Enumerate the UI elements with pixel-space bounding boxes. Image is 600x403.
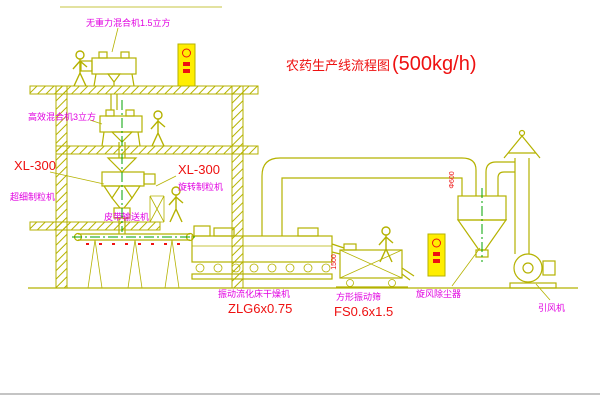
granulator-motor xyxy=(143,173,156,185)
mixer-legs xyxy=(93,73,135,87)
mixer-inlet-port xyxy=(120,51,130,59)
belt-conveyor-machine xyxy=(72,232,196,289)
label-granulator-left-model: XL-300 xyxy=(14,158,56,173)
screen-braces xyxy=(339,249,403,279)
dryer-spring-wheel xyxy=(285,263,295,273)
label-vibrating-screen: 方形振动筛 xyxy=(336,291,381,302)
dryer-spring-wheel xyxy=(213,263,223,273)
dimension-cyclone: Φ600 xyxy=(449,171,456,188)
dimension-screen: 1500 xyxy=(331,254,338,270)
granulator-body xyxy=(101,171,145,187)
fluid-bed-dryer-machine xyxy=(191,225,345,280)
label-high-efficiency-mixer: 高效混合机3立方 xyxy=(28,111,96,122)
mixer-downpipe xyxy=(110,82,118,110)
control-cabinet-upper xyxy=(177,43,196,87)
dryer-spring-wheel xyxy=(195,263,205,273)
granulator-machine xyxy=(101,157,165,234)
dryer-top-port xyxy=(213,227,235,237)
fan-housing xyxy=(513,253,543,283)
label-leader-lines xyxy=(49,27,551,301)
dryer-spring-wheel xyxy=(321,263,331,273)
building-slab-lower xyxy=(29,221,161,231)
label-granulator-left-name: 超细制粒机 xyxy=(10,191,55,202)
fan-motor xyxy=(542,260,556,276)
building-slab-top xyxy=(29,85,259,95)
cap-finial xyxy=(518,129,526,137)
dryer-spring-wheel xyxy=(303,263,313,273)
vibrating-screen-machine xyxy=(336,243,415,288)
granulator-cone-right xyxy=(122,185,142,200)
high-efficiency-mixer-machine xyxy=(99,109,143,158)
label-cyclone-dust-collector: 旋风除尘器 xyxy=(416,288,461,299)
duct-outer-line xyxy=(261,157,477,236)
fan-base xyxy=(509,282,557,289)
label-granulator-right-model: XL-300 xyxy=(178,162,220,177)
mixer-inlet-port xyxy=(125,109,135,117)
gravity-mixer-machine xyxy=(80,51,137,110)
label-induced-draft-fan: 引风机 xyxy=(538,302,565,313)
cyclone-exhaust-inner xyxy=(497,171,515,196)
dryer-base-frame xyxy=(191,273,333,280)
worker-figure-third-floor xyxy=(168,186,184,223)
worker-figure-second-floor xyxy=(150,110,166,147)
control-cabinet-lower xyxy=(427,233,446,277)
dryer-inlet-box xyxy=(193,225,211,237)
screen-body xyxy=(339,249,403,279)
label-vibrating-screen-model: FS0.6x1.5 xyxy=(334,304,393,319)
indicator-lamp-icon xyxy=(182,48,191,58)
mixer-body xyxy=(99,115,143,133)
screen-spring-wheel xyxy=(388,279,396,287)
mixer-inlet-port xyxy=(105,109,115,117)
worker-figure-screen-area xyxy=(378,226,394,263)
building-structure xyxy=(28,85,578,289)
equipment-stand xyxy=(149,195,165,223)
mixer-motor xyxy=(80,60,93,72)
granulator-cone-left xyxy=(102,185,122,200)
diagram-title: 农药生产线流程图(500kg/h) xyxy=(286,53,477,75)
annotation-labels: 农药生产线流程图(500kg/h) 无重力混合机1.5立方 高效混合机3立方 X… xyxy=(10,17,565,319)
duct-inner-line xyxy=(281,177,463,236)
stack-pipe xyxy=(514,158,530,254)
cabinet-marking xyxy=(433,259,440,263)
fan-hub xyxy=(522,262,534,274)
dryer-body xyxy=(191,235,333,263)
screen-discharge-spout xyxy=(401,267,415,281)
exhaust-stack xyxy=(503,129,541,254)
indicator-lamp-icon xyxy=(432,238,441,248)
exhaust-duct xyxy=(261,157,477,236)
label-granulator-right-name: 旋转制粒机 xyxy=(178,181,223,192)
worker-figure-top-floor xyxy=(72,50,88,87)
cyclone-exhaust-outer xyxy=(485,161,515,196)
dryer-spring-wheel xyxy=(249,263,259,273)
label-gravity-mixer: 无重力混合机1.5立方 xyxy=(86,17,171,28)
granulator-downpipe xyxy=(118,218,126,234)
granulator-y-pipe xyxy=(111,197,133,209)
building-slab-middle xyxy=(55,145,259,155)
dryer-discharge-chute xyxy=(331,243,345,255)
mixer-body xyxy=(91,57,137,75)
mixer-discharge-cone xyxy=(106,73,122,83)
conveyor-belt xyxy=(78,233,190,241)
cyclone-dust-collector-machine xyxy=(456,161,515,262)
building-column-right xyxy=(231,85,244,289)
cabinet-marking xyxy=(433,252,440,256)
cabinet-marking xyxy=(183,69,190,73)
dryer-spring-wheel xyxy=(267,263,277,273)
label-fluid-bed-dryer: 振动流化床干燥机 xyxy=(218,288,290,299)
label-fluid-bed-dryer-model: ZLG6x0.75 xyxy=(228,301,292,316)
mixer-downpipe xyxy=(118,142,126,158)
mixer-legs xyxy=(101,131,141,147)
label-belt-conveyor: 皮带输送机 xyxy=(104,211,149,222)
mixer-inlet-port xyxy=(98,51,108,59)
induced-draft-fan-machine xyxy=(509,253,557,289)
cabinet-marking xyxy=(183,62,190,66)
conveyor-legs xyxy=(87,239,180,289)
dryer-spring-wheel xyxy=(231,263,241,273)
dryer-top-port xyxy=(297,227,319,237)
screen-inlet-box xyxy=(343,243,357,251)
screen-spring-wheel xyxy=(346,279,354,287)
rain-cap xyxy=(503,135,541,159)
